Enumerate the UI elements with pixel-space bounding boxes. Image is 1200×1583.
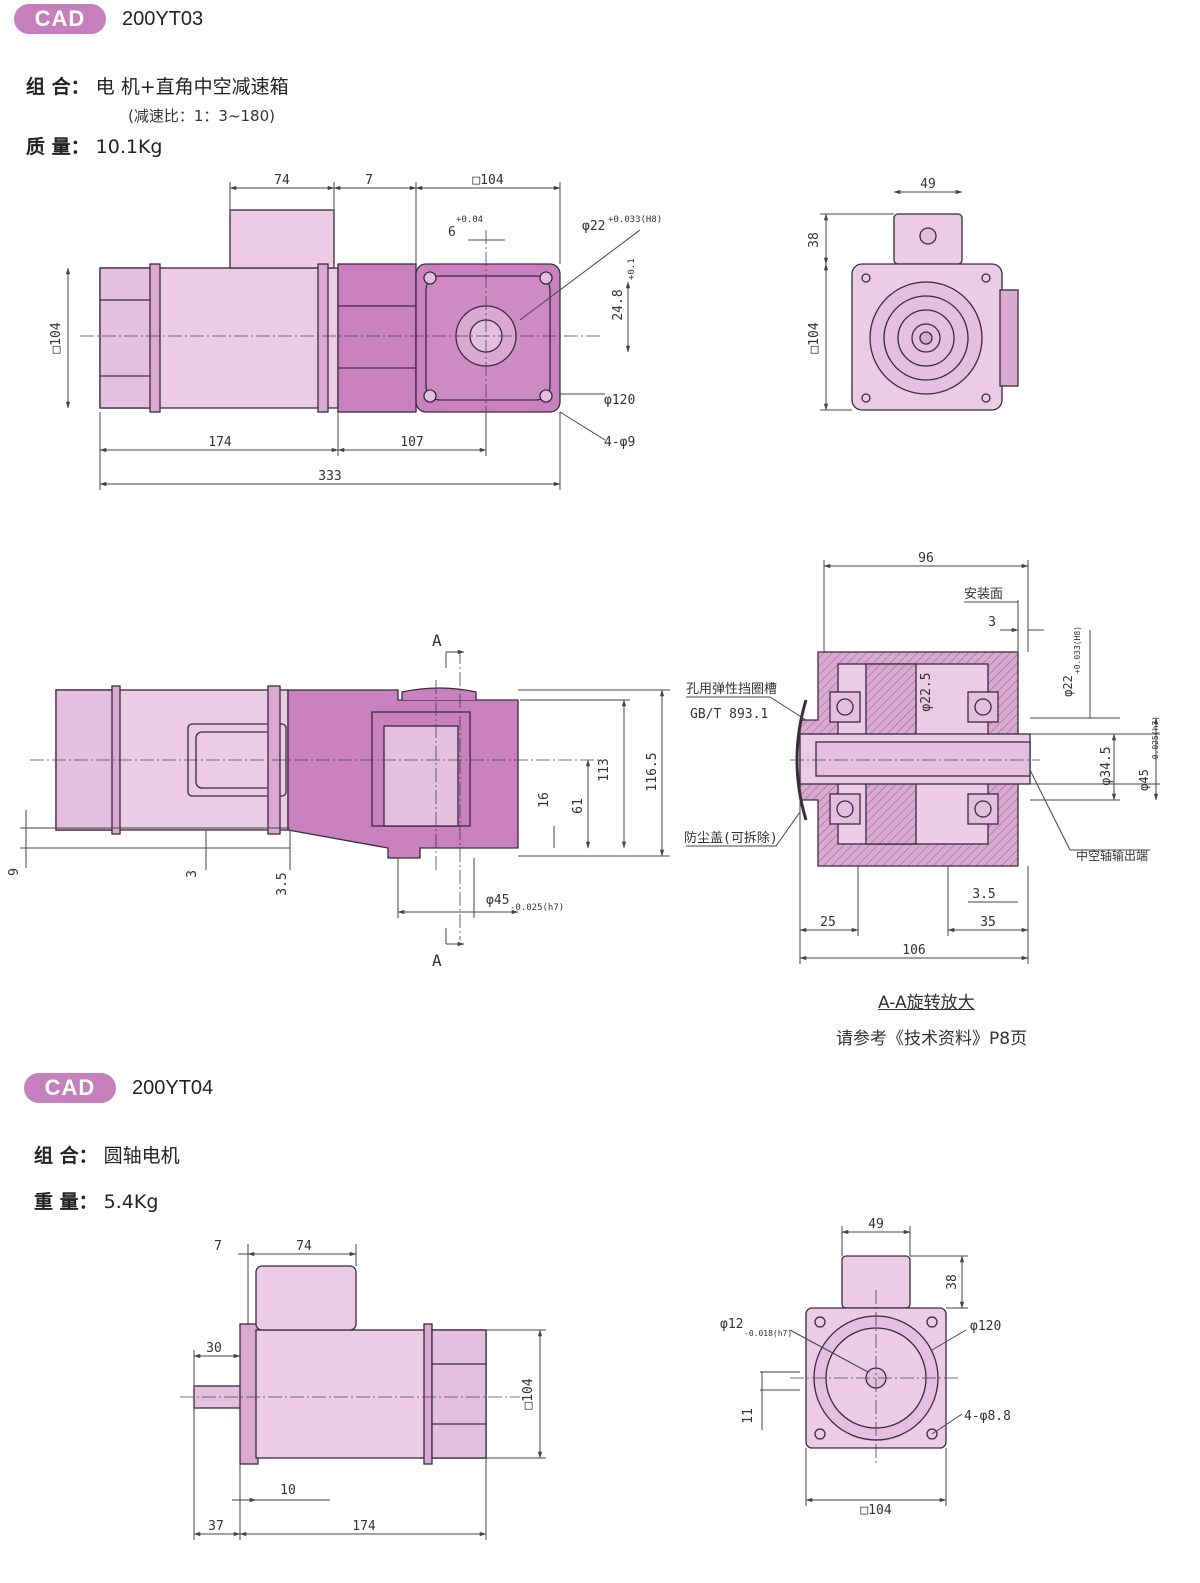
dim-3: 3 <box>185 870 200 878</box>
combination-row-1: 组 合： 电 机+直角中空减速箱 <box>26 72 289 99</box>
dim-phi12-tol: -0.018(h7) <box>744 1329 792 1338</box>
section-mark-a-top: A <box>432 631 442 650</box>
mass-row-1: 质 量： 10.1Kg <box>26 132 163 159</box>
dim-phi120: φ120 <box>604 393 635 408</box>
dim-phi34.5: φ34.5 <box>1099 746 1114 785</box>
dim-333: 333 <box>318 469 341 484</box>
dim-phi22-sec-tol: +0.033(H8) <box>1073 626 1082 674</box>
dim-24.8: 24.8 <box>611 289 626 320</box>
dim-phi22-sec: φ22 <box>1061 675 1075 697</box>
model-title-1: 200YT03 <box>122 8 204 30</box>
mass-label: 质 量： <box>26 136 90 158</box>
dim-7-bottom: 7 <box>214 1239 222 1254</box>
dim-sq104-flange: □104 <box>860 1503 891 1518</box>
dim-phi45-sec: φ45 <box>1137 769 1151 791</box>
dim-38-bottom: 38 <box>945 1274 960 1290</box>
dim-116.5: 116.5 <box>645 752 660 791</box>
circlip-label: 孔用弹性挡圈槽 <box>686 682 777 697</box>
dim-107: 107 <box>400 435 423 450</box>
combination-value: 圆轴电机 <box>103 1145 180 1167</box>
dim-113: 113 <box>597 758 612 781</box>
dim-holes-8.8: 4-φ8.8 <box>964 1409 1011 1424</box>
view-side-middle: A A 113 116.5 16 61 9 3 3.5 φ45 -0.025(h… <box>7 631 670 970</box>
motor-endcap <box>99 267 156 409</box>
dim-phi22: φ22 <box>582 219 605 234</box>
dim-106: 106 <box>902 943 925 958</box>
dim-35: 35 <box>980 915 996 930</box>
dim-174-bottom: 174 <box>352 1519 376 1534</box>
combination-label: 组 合： <box>34 1145 98 1167</box>
gb-label: GB/T 893.1 <box>690 707 768 722</box>
dim-61: 61 <box>571 798 586 814</box>
dim-10: 10 <box>280 1483 296 1498</box>
dim-24.8-tol: +0.1 <box>627 258 637 280</box>
dim-37: 37 <box>208 1519 224 1534</box>
motor-flange <box>239 1323 259 1465</box>
dim-phi22.5: φ22.5 <box>919 672 934 711</box>
mount-face-label: 安装面 <box>964 587 1003 602</box>
cad-badge-2[interactable]: CAD <box>24 1073 116 1103</box>
dim-phi120-bottom: φ120 <box>970 1319 1001 1334</box>
dim-phi45-sec-tol: -0.025(h7) <box>1151 716 1160 764</box>
mass-row-2: 重 量： 5.4Kg <box>34 1187 158 1214</box>
combination-label: 组 合： <box>26 76 90 98</box>
section-caption-ref: 请参考《技术资料》P8页 <box>836 1029 1028 1049</box>
ratio-note: (减速比：1：3~180) <box>128 107 275 125</box>
dim-sq104-left: □104 <box>49 322 64 353</box>
dim-sq104-end: □104 <box>807 322 822 353</box>
dim-74-bottom: 74 <box>296 1239 312 1254</box>
model-title-2: 200YT04 <box>132 1077 214 1099</box>
mass-label: 重 量： <box>34 1191 98 1213</box>
dim-phi22-tol: +0.033(H8) <box>608 215 662 225</box>
dim-49-bottom: 49 <box>868 1217 884 1232</box>
dim-phi45-tol: -0.025(h7) <box>510 903 564 913</box>
terminal-box <box>229 209 335 269</box>
dim-7: 7 <box>365 173 373 188</box>
dim-74: 74 <box>274 173 290 188</box>
dim-6-tol: +0.04 <box>456 215 483 225</box>
dim-49: 49 <box>920 177 936 192</box>
combination-row-2: 组 合： 圆轴电机 <box>34 1141 180 1168</box>
dim-3.5: 3.5 <box>275 872 290 895</box>
dim-30: 30 <box>206 1341 222 1356</box>
dim-38: 38 <box>807 232 822 248</box>
dim-6: 6 <box>448 225 456 240</box>
view-end-bottom: 49 38 φ12 -0.018(h7) φ120 4-φ8.8 11 □104 <box>720 1217 1011 1518</box>
dim-holes: 4-φ9 <box>604 435 635 450</box>
section-mark-a-bottom: A <box>432 951 442 970</box>
cad-badge-1[interactable]: CAD <box>14 4 106 34</box>
dim-11: 11 <box>741 1408 756 1424</box>
dim-25: 25 <box>820 915 836 930</box>
dim-phi45: φ45 <box>486 893 509 908</box>
combination-value: 电 机+直角中空减速箱 <box>95 76 289 98</box>
dim-sq104: □104 <box>472 173 503 188</box>
mass-value: 5.4Kg <box>103 1191 159 1213</box>
dim-3.5-sec: 3.5 <box>972 887 995 902</box>
section-caption-title: A-A旋转放大 <box>878 993 975 1013</box>
dim-phi12: φ12 <box>720 1317 743 1332</box>
view-side-bottom: 7 74 30 10 37 174 □104 <box>180 1239 546 1540</box>
view-end-top: 49 38 □104 <box>807 177 1019 411</box>
gearbox-side <box>337 263 417 413</box>
mass-value: 10.1Kg <box>95 136 163 158</box>
dim-sq104-bottom: □104 <box>521 1378 536 1409</box>
dim-96: 96 <box>918 551 934 566</box>
dim-174: 174 <box>208 435 232 450</box>
terminal-box-bottom <box>255 1265 357 1331</box>
view-section-aa: 96 安装面 3 φ22.5 φ22 +0.033(H8) φ34.5 φ45 … <box>684 551 1160 964</box>
view-side-top: 74 7 □104 6 +0.04 φ22 +0.033(H8) 24.8 +0… <box>49 173 662 490</box>
hollow-output-label: 中空轴输出端 <box>1076 848 1148 863</box>
dim-9: 9 <box>7 868 22 876</box>
dim-3-top: 3 <box>988 615 996 630</box>
dust-cover-label: 防尘盖(可拆除) <box>684 830 778 846</box>
dim-16: 16 <box>537 792 552 808</box>
